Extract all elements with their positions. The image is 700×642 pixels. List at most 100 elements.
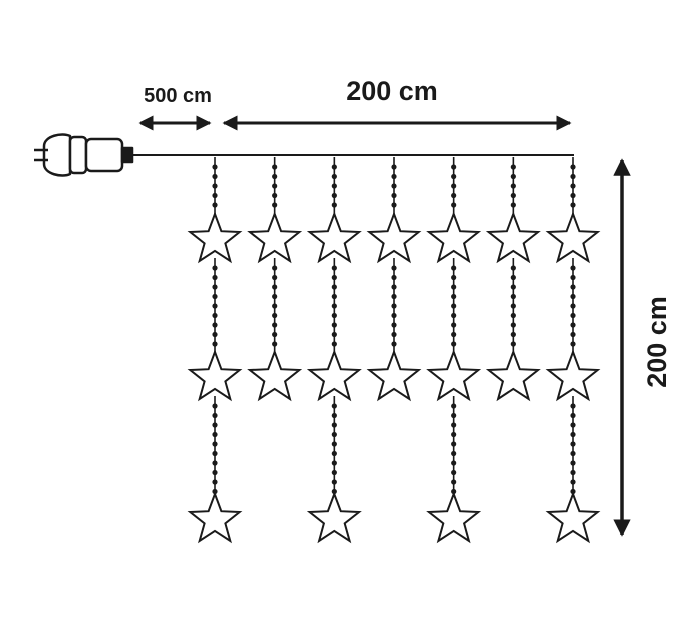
star-light-icon bbox=[187, 491, 243, 544]
led-bead bbox=[570, 303, 576, 309]
led-bead bbox=[451, 192, 457, 199]
led-bead bbox=[331, 274, 337, 281]
led-bead bbox=[331, 331, 337, 338]
led-bead bbox=[570, 192, 576, 199]
led-bead bbox=[570, 322, 576, 328]
led-bead bbox=[212, 303, 218, 309]
led-bead bbox=[510, 331, 516, 338]
led-bead bbox=[510, 293, 516, 300]
led-bead bbox=[451, 441, 457, 447]
led-bead bbox=[212, 322, 218, 328]
led-bead bbox=[570, 183, 576, 189]
led-bead bbox=[212, 422, 218, 428]
led-bead bbox=[331, 173, 337, 180]
led-bead bbox=[451, 164, 457, 170]
led-bead bbox=[331, 322, 337, 328]
led-bead bbox=[272, 341, 278, 347]
light-strand bbox=[485, 157, 541, 402]
led-bead bbox=[391, 164, 397, 170]
star-light-icon bbox=[306, 491, 362, 544]
led-bead bbox=[212, 450, 218, 457]
led-bead bbox=[272, 322, 278, 328]
star-light-icon bbox=[426, 349, 482, 402]
led-bead bbox=[391, 192, 397, 199]
led-bead bbox=[451, 479, 457, 485]
led-bead bbox=[451, 293, 457, 300]
star-light-icon bbox=[366, 349, 422, 402]
led-bead bbox=[391, 312, 397, 319]
led-bead bbox=[331, 293, 337, 300]
led-bead bbox=[570, 412, 576, 419]
led-bead bbox=[212, 173, 218, 180]
led-bead bbox=[212, 331, 218, 338]
led-bead bbox=[510, 164, 516, 170]
star-light-icon bbox=[187, 211, 243, 264]
led-bead bbox=[212, 293, 218, 300]
led-bead bbox=[391, 303, 397, 309]
light-strand bbox=[247, 157, 303, 402]
led-bead bbox=[331, 183, 337, 189]
led-bead bbox=[510, 265, 516, 271]
led-bead bbox=[510, 274, 516, 281]
led-bead bbox=[510, 202, 516, 208]
led-bead bbox=[331, 450, 337, 457]
led-bead bbox=[391, 173, 397, 180]
led-bead bbox=[212, 441, 218, 447]
led-bead bbox=[391, 284, 397, 290]
led-bead bbox=[272, 312, 278, 319]
led-bead bbox=[212, 479, 218, 485]
led-bead bbox=[570, 422, 576, 428]
led-bead bbox=[570, 403, 576, 409]
led-bead bbox=[510, 312, 516, 319]
star-light-icon bbox=[485, 349, 541, 402]
led-bead bbox=[331, 312, 337, 319]
led-bead bbox=[272, 202, 278, 208]
led-bead bbox=[272, 183, 278, 189]
led-bead bbox=[451, 183, 457, 189]
led-bead bbox=[272, 173, 278, 180]
led-bead bbox=[570, 284, 576, 290]
led-bead bbox=[451, 422, 457, 428]
led-bead bbox=[451, 322, 457, 328]
led-bead bbox=[510, 173, 516, 180]
led-bead bbox=[451, 274, 457, 281]
star-light-icon bbox=[545, 211, 601, 264]
led-bead bbox=[451, 303, 457, 309]
led-bead bbox=[570, 460, 576, 466]
led-bead bbox=[272, 274, 278, 281]
led-bead bbox=[212, 431, 218, 438]
led-bead bbox=[331, 192, 337, 199]
light-strand bbox=[187, 157, 243, 544]
star-light-icon bbox=[545, 491, 601, 544]
led-bead bbox=[331, 403, 337, 409]
led-bead bbox=[331, 265, 337, 271]
light-strand bbox=[426, 157, 482, 544]
led-bead bbox=[331, 202, 337, 208]
led-bead bbox=[570, 341, 576, 347]
led-bead bbox=[272, 192, 278, 199]
led-bead bbox=[451, 284, 457, 290]
led-bead bbox=[272, 265, 278, 271]
led-bead bbox=[272, 284, 278, 290]
led-bead bbox=[510, 341, 516, 347]
led-bead bbox=[331, 441, 337, 447]
led-bead bbox=[391, 293, 397, 300]
star-light-icon bbox=[306, 211, 362, 264]
led-bead bbox=[331, 422, 337, 428]
led-bead bbox=[212, 202, 218, 208]
led-bead bbox=[272, 331, 278, 338]
star-light-icon bbox=[485, 211, 541, 264]
light-strand bbox=[545, 157, 601, 544]
led-bead bbox=[451, 265, 457, 271]
led-bead bbox=[212, 341, 218, 347]
star-light-icon bbox=[426, 491, 482, 544]
led-bead bbox=[570, 331, 576, 338]
light-strand bbox=[306, 157, 362, 544]
led-bead bbox=[510, 303, 516, 309]
led-bead bbox=[331, 284, 337, 290]
star-light-icon bbox=[247, 211, 303, 264]
led-bead bbox=[570, 173, 576, 180]
led-bead bbox=[510, 183, 516, 189]
star-light-icon bbox=[247, 349, 303, 402]
